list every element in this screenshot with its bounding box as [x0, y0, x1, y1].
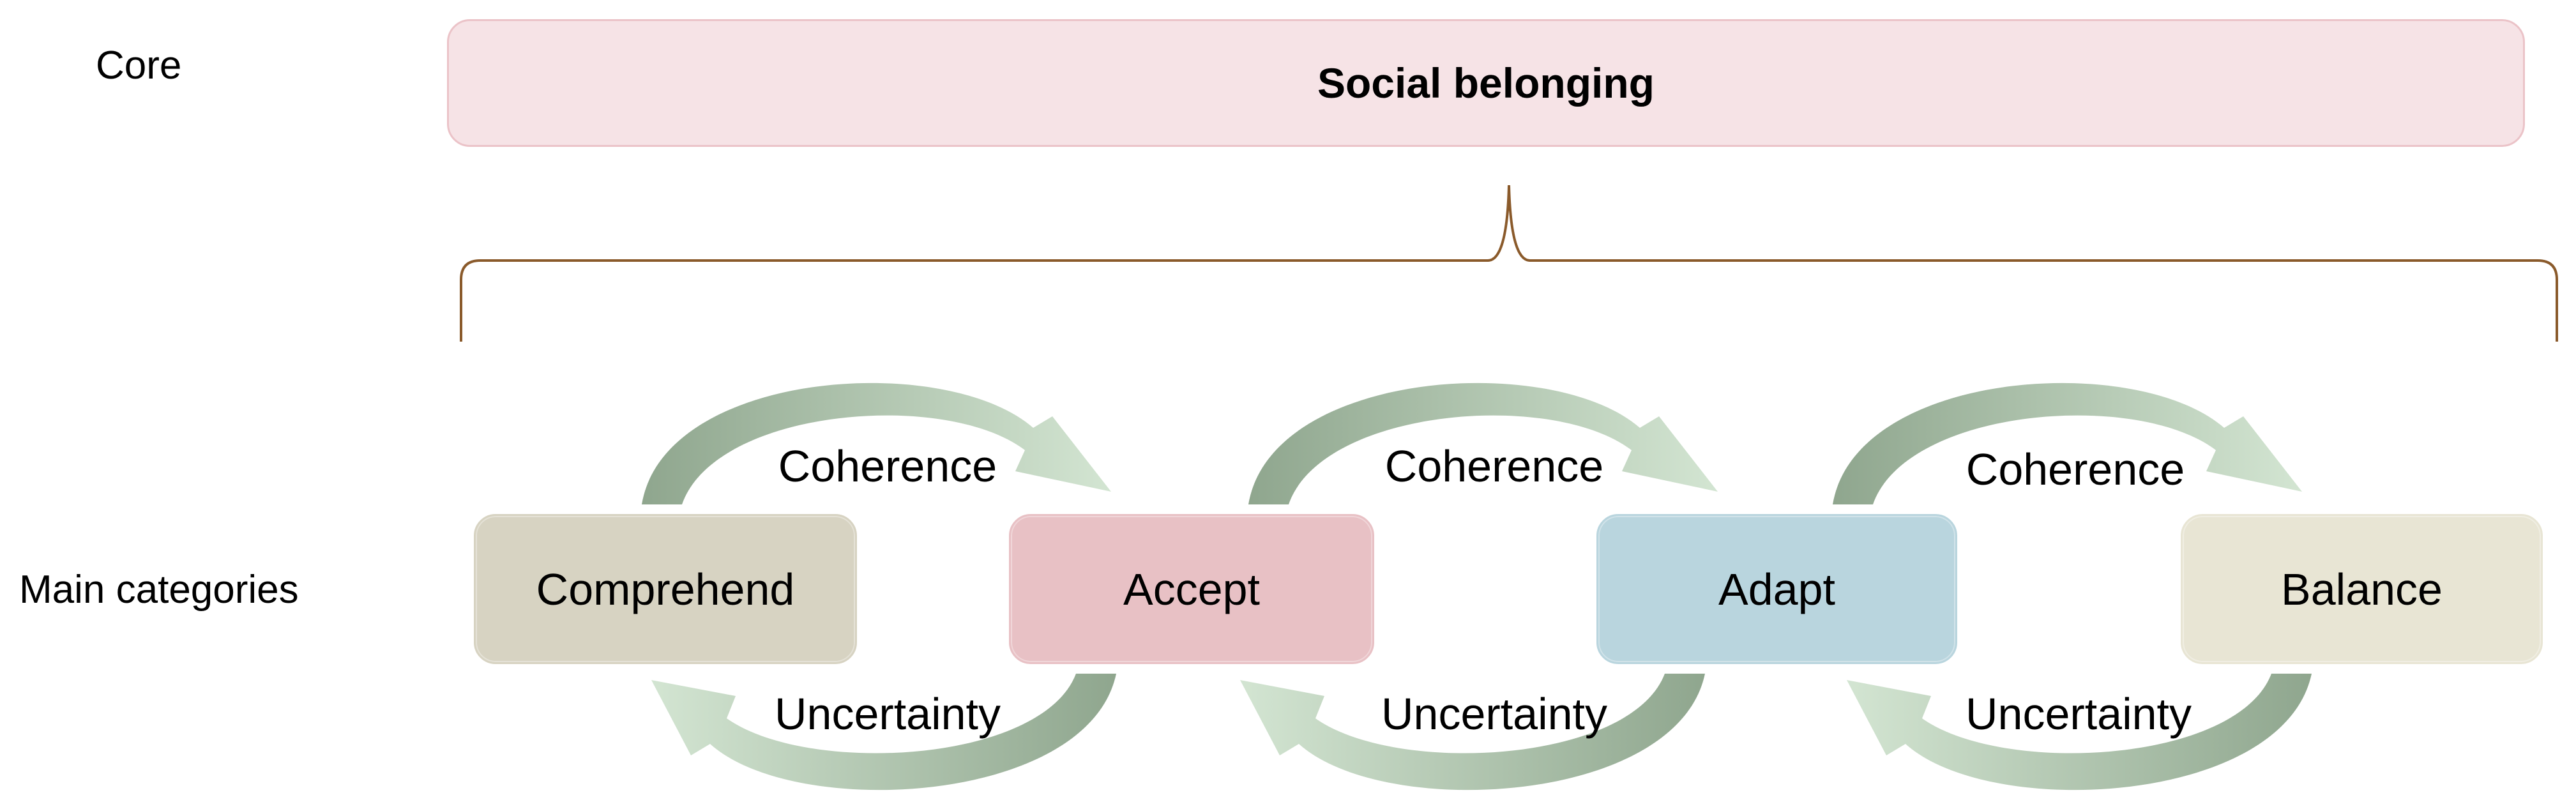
main-categories-row-label: Main categories: [19, 568, 299, 612]
uncertainty-arrow-3: [1847, 674, 2312, 791]
category-accept: Accept: [1009, 514, 1374, 664]
coherence-arrow-2: [1248, 382, 1718, 504]
core-box: Social belonging: [447, 19, 2525, 147]
category-adapt: Adapt: [1596, 514, 1957, 664]
coherence-arrow-1: [642, 382, 1111, 504]
coherence-label-2: Coherence: [1384, 441, 1604, 491]
coherence-arrow-3: [1833, 382, 2302, 504]
uncertainty-arrow-1: [651, 674, 1116, 791]
uncertainty-label-1: Uncertainty: [774, 689, 1001, 739]
uncertainty-arrow-2: [1240, 674, 1705, 791]
coherence-label-1: Coherence: [778, 441, 997, 491]
category-balance: Balance: [2181, 514, 2543, 664]
core-title: Social belonging: [1317, 59, 1655, 107]
uncertainty-label-3: Uncertainty: [1965, 689, 2192, 739]
coherence-label-3: Coherence: [1966, 444, 2185, 494]
category-comprehend: Comprehend: [474, 514, 857, 664]
core-brace: [460, 185, 2558, 342]
core-row-label: Core: [96, 43, 182, 87]
uncertainty-label-2: Uncertainty: [1381, 689, 1608, 739]
